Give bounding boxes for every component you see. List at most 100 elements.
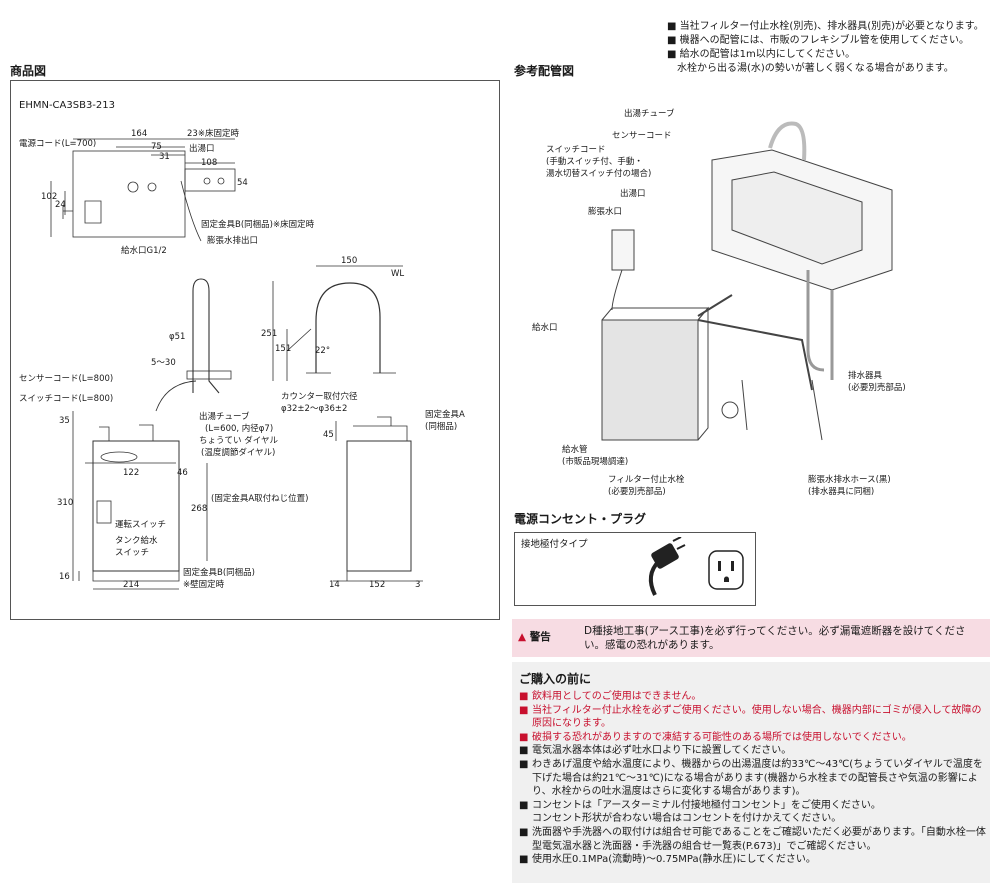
purchase-note-text: 使用水圧0.1MPa(流動時)～0.75MPa(静水圧)にしてください。 (532, 854, 816, 866)
plug-type-label: 接地極付タイプ (521, 539, 588, 550)
outlet-label: 出湯口 (620, 188, 646, 199)
purchase-notes-panel: ご購入の前に ■飲料用としてのご使用はできません。■当社フィルター付止水栓を必ず… (512, 662, 990, 883)
bracket-b-floor-label: 固定金具B(同梱品)※床固定時 (201, 219, 315, 230)
bullet-square-icon: ■ (519, 704, 529, 716)
bracket-b-label: 固定金具B(同梱品) (183, 567, 255, 578)
purchase-note-item: ■使用水圧0.1MPa(流動時)～0.75MPa(静水圧)にしてください。 (519, 853, 987, 867)
dim-251: 251 (261, 329, 277, 339)
dim-75: 75 (151, 142, 162, 152)
bullet-square-icon: ■ (519, 758, 529, 770)
purchase-note-item: ■コンセントは「アースターミナル付接地極付コンセント」をご使用ください。 (519, 799, 987, 813)
dim-31: 31 (159, 152, 170, 162)
purchase-note-item: ■飲料用としてのご使用はできません。 (519, 690, 987, 704)
dim-23: 23※床固定時 (187, 128, 239, 139)
purchase-note-text: 洗面器や手洗器への取付けは組合せ可能であることをご確認いただく必要があります。「… (532, 826, 986, 852)
dim-5-30: 5～30 (151, 358, 176, 368)
drain-note: (必要別売部品) (848, 382, 906, 393)
hot-tube-dims: (L=600, 内径φ7) (205, 423, 273, 434)
dim-214: 214 (123, 580, 139, 590)
dim-122: 122 (123, 468, 139, 478)
note-line: 水栓から出る湯(水)の勢いが著しく弱くなる場合があります。 (667, 63, 954, 74)
hot-tube-label: 出湯チューブ (199, 411, 250, 422)
purchase-note-text: 破損する恐れがありますので凍結する可能性のある場所では使用しないでください。 (532, 731, 912, 743)
piping-diagram: 出湯チューブ センサーコード スイッチコード (手動スイッチ付、手動・ 湯水切替… (532, 108, 906, 497)
dim-14: 14 (329, 580, 340, 590)
switch-cord-note: (手動スイッチ付、手動・ (546, 156, 643, 167)
bullet-square-icon: ■ (519, 691, 529, 702)
dim-164: 164 (131, 129, 147, 139)
dim-152: 152 (369, 580, 385, 590)
purchase-note-text: わきあげ温度や給水温度により、機器からの出湯温度は約33℃～43℃(ちょうていダ… (532, 758, 983, 798)
warning-label-text: 警告 (529, 631, 551, 643)
power-cord-label: 電源コード(L=700) (19, 139, 96, 149)
counter-hole-label: カウンター取付穴径 (281, 391, 358, 402)
dim-151: 151 (275, 344, 291, 354)
filter-valve-label: フィルター付止水栓 (608, 474, 685, 485)
bracket-a-label: 固定金具A (425, 409, 465, 420)
purchase-note-text: 当社フィルター付止水栓を必ずご使用ください。使用しない場合、機器内部にゴミが侵入… (532, 704, 982, 730)
warning-label: ▲ 警告 (518, 630, 551, 644)
purchase-note-item: ■当社フィルター付止水栓を必ずご使用ください。使用しない場合、機器内部にゴミが侵… (519, 704, 987, 731)
product-heading: 商品図 (10, 64, 47, 78)
counter-hole-dims: φ32±2～φ36±2 (281, 404, 347, 414)
warning-banner: ▲ 警告 D種接地工事(アース工事)を必ず行ってください。必ず漏電遮断器を設けて… (512, 619, 990, 657)
dim-54: 54 (237, 178, 248, 188)
exp-hose-note: (排水器具に同梱) (808, 486, 874, 497)
dim-24: 24 (55, 200, 66, 210)
purchase-note-item: ■破損する恐れがありますので凍結する可能性のある場所では使用しないでください。 (519, 731, 987, 745)
purchase-note-text: 電気温水器本体は必ず吐水口より下に設置してください。 (532, 745, 792, 757)
purchase-note-item: ■わきあげ温度や給水温度により、機器からの出湯温度は約33℃～43℃(ちょうてい… (519, 758, 987, 799)
bullet-square-icon: ■ (519, 799, 529, 811)
plug-heading: 電源コンセント・プラグ (514, 512, 647, 526)
wall-fix-label: ※壁固定時 (183, 579, 225, 590)
bracket-a-pos-label: (固定金具A取付ねじ位置) (211, 493, 308, 504)
purchase-note-text: コンセントは「アースターミナル付接地極付コンセント」をご使用ください。 (532, 799, 881, 811)
note-line: ■ 給水の配管は1m以内にしてください。 (667, 49, 856, 60)
grounded-plug-icon (648, 537, 744, 596)
purchase-note-item: ■電気温水器本体は必ず吐水口より下に設置してください。 (519, 744, 987, 758)
dim-102: 102 (41, 192, 57, 202)
dim-45: 45 (323, 430, 334, 440)
plug-panel: 接地極付タイプ (514, 532, 756, 606)
expansion-outlet-label: 膨張水排出口 (207, 235, 258, 246)
sensor-cord-label: センサーコード(L=800) (19, 374, 113, 384)
purchase-note-item: コンセント形状が合わない場合はコンセントを付けかえてください。 (519, 812, 987, 826)
bracket-a-note: (同梱品) (425, 421, 457, 432)
filter-valve-note: (必要別売部品) (608, 486, 666, 497)
note-line: ■ 機器への配管には、市販のフレキシブル管を使用してください。 (667, 35, 970, 46)
product-drawing-panel: EHMN-CA3SB3-213 電源コード(L=700) 164 23※床固定時… (10, 80, 500, 620)
dim-268: 268 (191, 504, 207, 514)
bullet-square-icon: ■ (519, 745, 529, 757)
piping-heading: 参考配管図 (514, 64, 575, 78)
dim-46: 46 (177, 468, 188, 478)
switch-cord-note-2: 湯水切替スイッチ付の場合) (546, 168, 651, 179)
exp-hose-label: 膨張水排水ホース(黒) (808, 474, 891, 485)
warning-icon: ▲ (518, 631, 527, 643)
purchase-note-text: 飲料用としてのご使用はできません。 (532, 691, 702, 702)
phi51-label: φ51 (169, 332, 185, 342)
water-inlet-label: 給水口G1/2 (121, 245, 167, 256)
drain-label: 排水器具 (848, 370, 883, 381)
tank-switch-label: タンク給水 (115, 535, 158, 546)
supply-pipe-note: (市販品現場調達) (562, 456, 628, 467)
purchase-notes-list: ■飲料用としてのご使用はできません。■当社フィルター付止水栓を必ずご使用ください… (519, 690, 987, 867)
purchase-note-item: ■洗面器や手洗器への取付けは組合せ可能であることをご確認いただく必要があります。… (519, 826, 987, 853)
model-number: EHMN-CA3SB3-213 (19, 100, 115, 111)
bullet-square-icon: ■ (519, 731, 529, 743)
inlet-label: 給水口 (532, 322, 558, 333)
dim-16: 16 (59, 572, 70, 582)
dim-310: 310 (57, 498, 73, 508)
expansion-port-label: 膨張水口 (588, 206, 622, 217)
dim-150: 150 (341, 256, 357, 266)
purchase-note-text: コンセント形状が合わない場合はコンセントを付けかえてください。 (532, 813, 842, 825)
run-switch-label: 運転スイッチ (115, 520, 166, 530)
purchase-title: ご購入の前に (519, 672, 592, 686)
outlet-label: 出湯口 (189, 143, 215, 154)
bullet-square-icon: ■ (519, 826, 529, 838)
top-notes: ■ 当社フィルター付止水栓(別売)、排水器具(別売)が必要となります。 ■ 機器… (667, 20, 984, 76)
dim-108: 108 (201, 158, 217, 168)
temp-dial-note: (温度調節ダイヤル) (201, 447, 275, 458)
warning-text: D種接地工事(アース工事)を必ず行ってください。必ず漏電遮断器を設けてください。… (584, 625, 966, 651)
bullet-square-icon: ■ (519, 854, 529, 866)
hot-tube-label: 出湯チューブ (624, 108, 675, 119)
